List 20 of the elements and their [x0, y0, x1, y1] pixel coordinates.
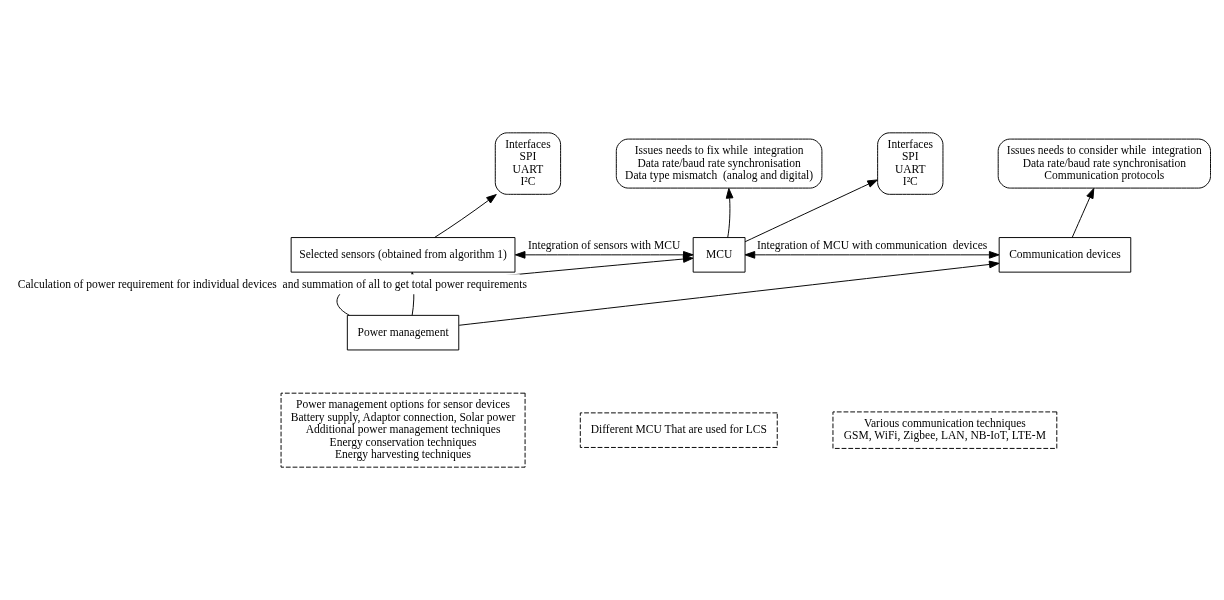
arrow — [725, 188, 734, 238]
node-box: Issues needs to consider while integration Data rate/baud rate synchronisation Communication protocols — [997, 138, 1211, 189]
edge-label: Integration of sensors with MCU — [527, 238, 681, 251]
node-box: Various communication techniques GSM, WiFi, Zigbee, LAN, NB-IoT, LTE-M — [832, 411, 1058, 449]
arrow — [744, 251, 1000, 259]
node-box: Interfaces SPI UART I²C — [494, 132, 562, 195]
node-box: MCU — [692, 237, 746, 273]
node-box: Selected sensors (obtained from algorithm 1) — [290, 237, 516, 273]
arrow — [434, 194, 497, 238]
edge-label: Calculation of power requirement for individual devices and summation of all to get total power requirements — [17, 277, 527, 290]
node-box: Communication devices — [998, 237, 1132, 273]
edge-label: Integration of MCU with communication devices — [756, 238, 988, 251]
arrow — [744, 179, 878, 243]
arrow — [458, 260, 1000, 326]
node-box: Interfaces SPI UART I²C — [877, 132, 944, 195]
node-box: Power management options for sensor devices Battery supply, Adaptor connection, Solar power Additional power management techniques Energy conservation techniques Energy harvesting techniques — [280, 392, 526, 468]
node-box: Issues needs to fix while integration Data rate/baud rate synchronisation Data type mismatch (analog and digital) — [615, 138, 823, 189]
arrow — [1071, 188, 1095, 238]
node-box: Different MCU That are used for LCS — [579, 412, 778, 448]
node-box: Power management — [346, 314, 460, 351]
